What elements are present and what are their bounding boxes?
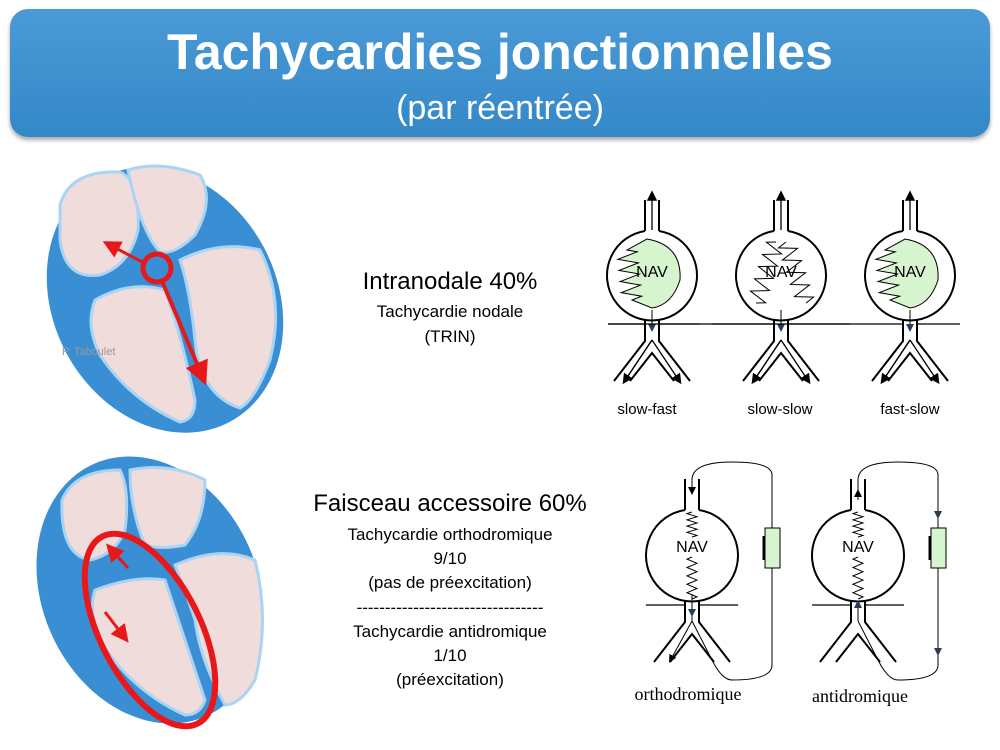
intranodal-heading: Intranodale 40% xyxy=(362,268,538,295)
slow-pathway xyxy=(749,241,783,304)
accessory-line: 1/10 xyxy=(433,646,467,666)
reentry-loop-lower xyxy=(854,568,939,681)
accessory-heading: Faisceau accessoire 60% xyxy=(313,490,587,517)
upper-tube xyxy=(773,200,789,231)
node-zigzag xyxy=(685,511,699,538)
accessory-pathway-box xyxy=(930,527,947,569)
node-zigzag xyxy=(851,556,865,600)
node-zigzag xyxy=(685,556,699,600)
slide-title: Tachycardies jonctionnelles xyxy=(167,24,833,80)
node-label: NAV xyxy=(842,539,874,556)
slow-pathway xyxy=(777,241,815,304)
lower-tube-bifurcation xyxy=(613,319,691,382)
nodal-label-slow-slow: slow-slow xyxy=(747,401,813,418)
credit-watermark: P. Taboulet xyxy=(62,346,115,358)
heart-diagram-accessory xyxy=(36,456,264,730)
node-label: NAV xyxy=(636,264,668,281)
accessory-line: (pas de préexcitation) xyxy=(368,573,532,593)
upper-tube xyxy=(850,479,866,510)
node-label: NAV xyxy=(676,539,708,556)
nodal-diagram-slow-slow: NAV xyxy=(712,190,850,385)
reentry-circuit-fill xyxy=(874,238,939,309)
ventricle-arrows xyxy=(881,339,938,382)
ventricle-arrow xyxy=(669,620,693,663)
upper-tube xyxy=(684,479,700,510)
accessory-line: 9/10 xyxy=(433,549,467,569)
reentry-loop-lower xyxy=(691,568,773,681)
nodal-diagram-slow-fast: NAV xyxy=(606,190,700,385)
nodal-label-fast-slow: fast-slow xyxy=(880,401,940,418)
ventricle-arrow xyxy=(622,339,653,385)
ventricle-arrows xyxy=(752,339,809,382)
ventricle-arrow xyxy=(880,339,911,385)
pathway-label-orthodromique: orthodromique xyxy=(634,684,742,704)
reentry-circuit-fill xyxy=(616,238,681,309)
intranodal-line2: (TRIN) xyxy=(424,327,476,346)
pathway-diagram-orthodromique: NAV xyxy=(645,461,781,681)
intranodal-line1: Tachycardie nodale xyxy=(376,302,524,321)
upper-tube xyxy=(902,200,918,231)
accessory-separator: --------------------------------- xyxy=(356,597,544,617)
node-label: NAV xyxy=(765,264,797,281)
upper-tube xyxy=(644,200,660,231)
slide-subtitle: (par réentrée) xyxy=(396,89,604,127)
lower-tube-bifurcation xyxy=(819,600,897,663)
lower-tube-bifurcation xyxy=(871,319,949,382)
ventricle-arrows xyxy=(623,339,680,382)
node-zigzag xyxy=(851,511,865,538)
accessory-line: Tachycardie orthodromique xyxy=(347,525,553,544)
accessory-line: (préexcitation) xyxy=(396,670,504,690)
reentry-loop-upper xyxy=(857,461,939,528)
heart-diagram-intranodal xyxy=(46,164,284,433)
lower-tube-bifurcation xyxy=(742,319,820,382)
reentry-loop-upper xyxy=(688,461,773,528)
nodal-diagram-fast-slow: NAV xyxy=(608,190,960,385)
accessory-pathway-box xyxy=(764,527,781,569)
title-banner: Tachycardies jonctionnelles (par réentré… xyxy=(10,9,990,137)
ventricle-arrow xyxy=(751,339,782,385)
lower-tube-bifurcation xyxy=(653,600,731,663)
pathway-label-antidromique: antidromique xyxy=(812,686,908,706)
accessory-line: Tachycardie antidromique xyxy=(353,621,547,641)
nodal-label-slow-fast: slow-fast xyxy=(617,401,677,418)
pathway-diagram-antidromique: NAV xyxy=(811,461,947,681)
node-label: NAV xyxy=(894,264,926,281)
